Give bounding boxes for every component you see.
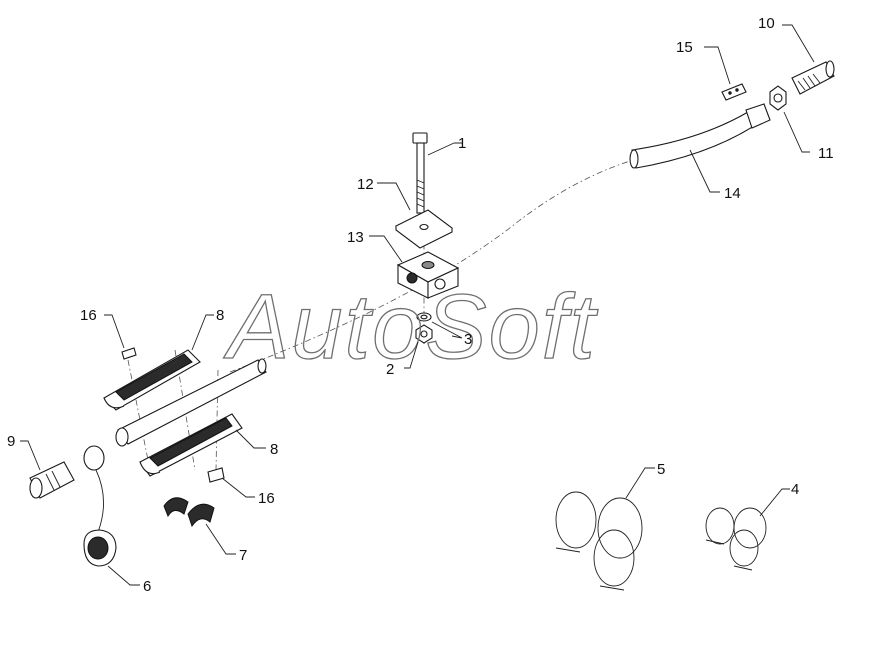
hose-clamps-part-5 [555,491,643,591]
callout-9: 9 [7,433,15,450]
clip-part-15 [721,83,747,101]
cap-part-6 [83,445,117,567]
nut-part-2 [415,324,433,344]
callout-13: 13 [347,229,364,246]
callout-16-upper: 16 [80,307,97,324]
clamp-block-part-13 [396,251,460,299]
watermark-text: AutoSoft [223,276,598,378]
hose-part-14 [629,103,771,169]
insert-part-16-upper [121,347,137,360]
nut-part-11 [769,85,787,111]
callout-6: 6 [143,578,151,595]
plate-part-12 [394,209,454,249]
callout-10: 10 [758,15,775,32]
callout-2: 2 [386,361,394,378]
callout-11: 11 [818,145,834,162]
clip-centerline-left [127,349,196,471]
tube [115,358,267,447]
callout-7: 7 [239,547,247,564]
bolt-part-1 [412,132,428,214]
callout-15: 15 [676,39,693,56]
callout-16-lower: 16 [258,490,275,507]
callout-12: 12 [357,176,374,193]
callout-8-lower: 8 [270,441,278,458]
callout-3: 3 [464,331,472,348]
insert-part-16-lower [207,467,225,483]
grip-half-part-8-upper [103,349,201,411]
coupling-part-9 [29,461,75,499]
callout-4: 4 [791,481,799,498]
hose-clamps-part-4 [705,507,767,571]
callout-1: 1 [458,135,466,152]
callout-14: 14 [724,185,741,202]
assembly-centerline [229,157,641,373]
fitting-part-10 [791,60,835,95]
callout-8-upper: 8 [216,307,224,324]
grip-half-part-8-lower [139,413,243,477]
callout-5: 5 [657,461,665,478]
clip-rings-part-7 [163,497,215,528]
washer-part-3 [416,312,432,322]
